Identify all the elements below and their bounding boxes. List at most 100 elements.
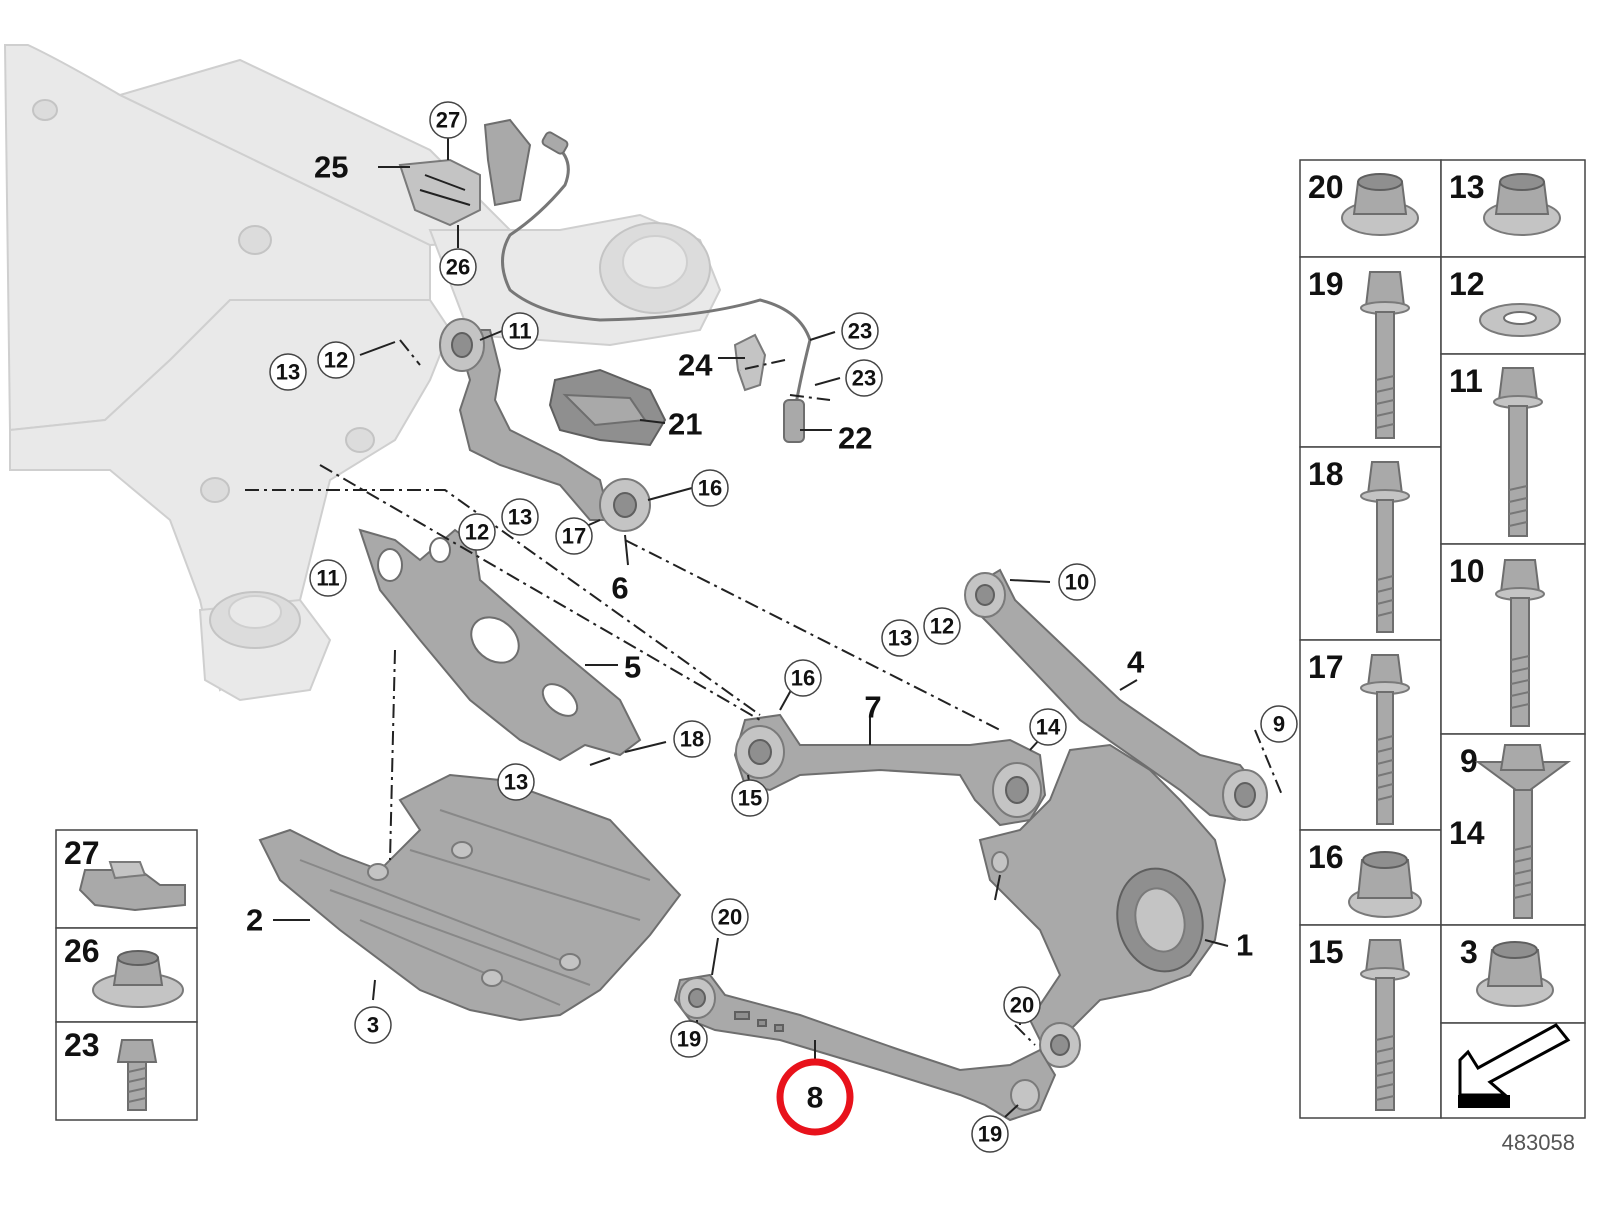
callout-27: 27 [429, 101, 467, 139]
right-table-16: 16 [1308, 839, 1344, 875]
subframe-ghost [3, 44, 722, 702]
callout-19b-text: 19 [978, 1122, 1002, 1147]
right-table-18: 18 [1308, 456, 1344, 492]
callout-20a: 20 [711, 898, 749, 936]
part-link-7 [733, 713, 1047, 827]
label-5: 5 [624, 650, 641, 685]
callout-9-text: 9 [1273, 712, 1285, 737]
callout-17: 17 [555, 517, 593, 555]
label-21: 21 [668, 407, 702, 442]
callout-13c: 13 [881, 619, 919, 657]
callout-13a: 13 [269, 353, 307, 391]
callout-13c-text: 13 [888, 626, 912, 651]
label-7: 7 [864, 690, 881, 725]
label-6: 6 [611, 571, 628, 606]
callout-13b-text: 13 [508, 505, 532, 530]
right-table-15: 15 [1308, 934, 1344, 970]
callout-18: 18 [673, 720, 711, 758]
right-table-19: 19 [1308, 266, 1344, 302]
callout-23a-text: 23 [848, 319, 872, 344]
callout-3-text: 3 [367, 1013, 379, 1038]
label-22: 22 [838, 421, 872, 456]
right-table-14: 14 [1449, 815, 1485, 851]
label-2: 2 [246, 903, 263, 938]
callout-14-text: 14 [1036, 715, 1061, 740]
part-bracket-25 [398, 118, 532, 227]
callout-19a: 19 [670, 1020, 708, 1058]
part-upper-arm-6 [439, 318, 651, 532]
callout-16a: 16 [691, 469, 729, 507]
callout-12c-text: 12 [930, 614, 954, 639]
callout-12c: 12 [923, 607, 961, 645]
callout-23a: 23 [841, 312, 879, 350]
callouts: 27 26 11 12 13 23 23 16 17 12 13 11 10 1… [269, 101, 1298, 1153]
callout-10-text: 10 [1065, 570, 1089, 595]
callout-19a-text: 19 [677, 1027, 701, 1052]
part-underbody-shield-2 [258, 773, 682, 1022]
callout-20a-text: 20 [718, 905, 742, 930]
label-4: 4 [1127, 645, 1145, 680]
assembly-lines [245, 339, 1283, 1046]
callout-13b: 13 [501, 498, 539, 536]
catalog-number: 483058 [1502, 1130, 1575, 1155]
right-table-17: 17 [1308, 649, 1344, 685]
part-clip-24 [733, 333, 767, 392]
right-table-13: 13 [1449, 169, 1485, 205]
callout-12b: 12 [458, 513, 496, 551]
right-table-3: 3 [1460, 934, 1478, 970]
callout-8-text: 8 [807, 1082, 824, 1115]
callout-15-text: 15 [738, 786, 762, 811]
part-wishbone-5 [358, 528, 642, 762]
callout-26-text: 26 [446, 255, 470, 280]
callout-11a-text: 11 [508, 319, 531, 344]
callout-13d-text: 13 [504, 770, 528, 795]
callout-17-text: 17 [562, 524, 586, 549]
callout-3: 3 [354, 1006, 392, 1044]
callout-26: 26 [439, 248, 477, 286]
callout-13a-text: 13 [276, 360, 300, 385]
callout-18-text: 18 [680, 727, 704, 752]
callout-16b: 16 [784, 659, 822, 697]
callout-11b: 11 [309, 559, 347, 597]
label-25: 25 [314, 150, 348, 185]
left-table-27: 27 [64, 835, 100, 871]
callout-23b-text: 23 [852, 366, 876, 391]
right-table-11: 11 [1449, 363, 1483, 399]
callout-23b: 23 [845, 359, 883, 397]
callout-9: 9 [1260, 705, 1298, 743]
callout-10: 10 [1058, 563, 1096, 601]
callout-12b-text: 12 [465, 520, 489, 545]
part-link-4 [964, 568, 1268, 822]
label-24: 24 [678, 348, 713, 383]
left-table-23: 23 [64, 1027, 100, 1063]
callout-15: 15 [731, 779, 769, 817]
right-table-12: 12 [1449, 266, 1485, 302]
callout-16b-text: 16 [791, 666, 815, 691]
callout-11a: 11 [501, 312, 539, 350]
left-fastener-table: 27 26 23 [55, 829, 198, 1121]
left-table-26: 26 [64, 933, 100, 969]
bold-labels: 25 24 21 22 6 5 4 7 2 1 [246, 150, 1253, 963]
label-1: 1 [1236, 928, 1253, 963]
callout-12a: 12 [317, 341, 355, 379]
callout-20b: 20 [1003, 986, 1041, 1024]
direction-arrow-icon [1458, 1023, 1571, 1108]
callout-19b: 19 [971, 1115, 1009, 1153]
callout-16a-text: 16 [698, 476, 722, 501]
part-wheel-carrier-1 [978, 743, 1227, 1068]
callout-12a-text: 12 [324, 348, 348, 373]
right-fastener-table: 20 19 18 17 16 15 13 12 11 10 9 14 3 [1299, 159, 1586, 1119]
callout-13d: 13 [497, 763, 535, 801]
right-table-9: 9 [1460, 743, 1478, 779]
callout-8-highlight: 8 [776, 1058, 854, 1136]
callout-11b-text: 11 [316, 566, 339, 591]
right-table-10: 10 [1449, 553, 1485, 589]
right-table-20: 20 [1308, 169, 1344, 205]
part-sensor-wire-22 [501, 131, 812, 443]
callout-20b-text: 20 [1010, 993, 1034, 1018]
callout-27-text: 27 [436, 108, 460, 133]
callout-14: 14 [1029, 708, 1067, 746]
part-link-8 [673, 973, 1057, 1122]
part-cover-21 [548, 368, 667, 447]
